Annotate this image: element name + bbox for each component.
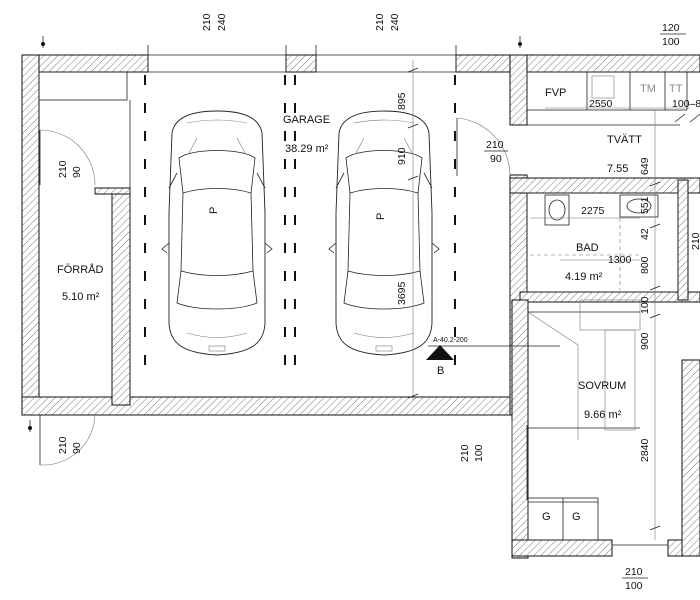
car-1: [161, 110, 273, 356]
room-area-bad: 4.19 m²: [565, 271, 603, 283]
svg-text:210: 210: [57, 436, 69, 454]
opening-forrad-door: 210 90: [57, 160, 83, 178]
wall-left: [21, 54, 40, 416]
dim-42: 42: [639, 228, 651, 240]
room-area-tvatt: 7.55: [607, 163, 628, 175]
wall-top-mid: [285, 54, 317, 73]
dim-2275: 2275: [581, 205, 605, 217]
dim-100: 100: [639, 296, 651, 314]
wall-sovrum-right: [681, 359, 700, 557]
dim-910: 910: [396, 147, 408, 165]
parking-label-2: P: [375, 213, 387, 220]
room-area-sovrum: 9.66 m²: [584, 409, 622, 421]
dim-2550: 2550: [589, 98, 613, 110]
svg-text:90: 90: [490, 153, 502, 165]
opening-garage-door-2: 210 240: [374, 13, 401, 31]
svg-text:210: 210: [625, 566, 643, 578]
svg-text:240: 240: [216, 13, 228, 31]
opening-top-right: 120 100: [660, 22, 686, 48]
inner-lines: [38, 45, 688, 541]
fixture-tm: TM: [640, 83, 656, 95]
room-area-garage: 38.29 m²: [285, 143, 329, 155]
opening-sovrum-bottom: 210 100: [622, 566, 648, 592]
dim-895: 895: [396, 92, 408, 110]
dim-3695: 3695: [396, 281, 408, 305]
wall-garage-east: [509, 54, 528, 126]
room-name-garage: GARAGE: [283, 114, 330, 126]
dimension-lines: [407, 60, 700, 540]
svg-text:100: 100: [473, 444, 485, 462]
wall-forrad-right: [111, 189, 131, 406]
wall-top-right: [455, 54, 513, 73]
wall-tvatt-bottom: [509, 177, 700, 194]
wall-top-east: [519, 54, 700, 73]
svg-text:90: 90: [71, 166, 83, 178]
parking-markings: [144, 75, 456, 380]
room-name-bad: BAD: [576, 242, 599, 254]
dim-100-8: 100–8: [672, 98, 700, 110]
dim-2840: 2840: [639, 438, 651, 462]
wall-forrad-top: [94, 187, 131, 195]
svg-text:210: 210: [459, 444, 471, 462]
walls: [21, 54, 700, 559]
wall-bad-right: [677, 179, 689, 301]
svg-text:210: 210: [201, 13, 213, 31]
room-area-forrad: 5.10 m²: [62, 291, 100, 303]
svg-text:90: 90: [71, 442, 83, 454]
wall-sovrum-bottom: [511, 539, 613, 557]
wall-bottom: [21, 396, 529, 416]
room-name-tvatt: TVÄTT: [607, 134, 642, 146]
dim-649: 649: [639, 157, 651, 175]
svg-text:240: 240: [389, 13, 401, 31]
dim-210-right: 210: [690, 232, 700, 250]
room-name-sovrum: SOVRUM: [578, 380, 626, 392]
section-marker: A-40.2-200 B: [426, 337, 560, 377]
wardrobe-label-2: G: [572, 511, 581, 523]
fixture-tt: TT: [669, 83, 683, 95]
dim-1300: 1300: [608, 254, 632, 266]
wardrobe-label-1: G: [542, 511, 551, 523]
section-ref: A-40.2-200: [433, 337, 468, 344]
svg-text:100: 100: [662, 36, 680, 48]
opening-forrad-outer: 210 90: [57, 436, 83, 454]
wall-sovrum-left: [511, 299, 529, 559]
opening-tvatt-door: 210 90: [484, 139, 508, 165]
svg-text:100: 100: [625, 580, 643, 592]
section-letter: B: [437, 365, 444, 377]
fixture-fvp: FVP: [545, 87, 566, 99]
dim-900: 900: [639, 332, 651, 350]
wall-bad-bottom: [519, 291, 700, 303]
svg-text:120: 120: [662, 22, 680, 34]
door-swings: [39, 117, 668, 546]
svg-text:210: 210: [486, 139, 504, 151]
grid-markers: [28, 36, 522, 432]
wall-top-left: [21, 54, 149, 73]
dim-551: 551: [639, 196, 651, 214]
room-name-forrad: FÖRRÅD: [57, 263, 104, 276]
opening-garage-door-1: 210 240: [201, 13, 228, 31]
car-2: [328, 110, 440, 356]
parking-label-1: P: [208, 207, 220, 214]
dim-800: 800: [639, 256, 651, 274]
opening-sovrum-side: 210 100: [459, 444, 485, 462]
svg-text:210: 210: [57, 160, 69, 178]
svg-text:210: 210: [374, 13, 386, 31]
